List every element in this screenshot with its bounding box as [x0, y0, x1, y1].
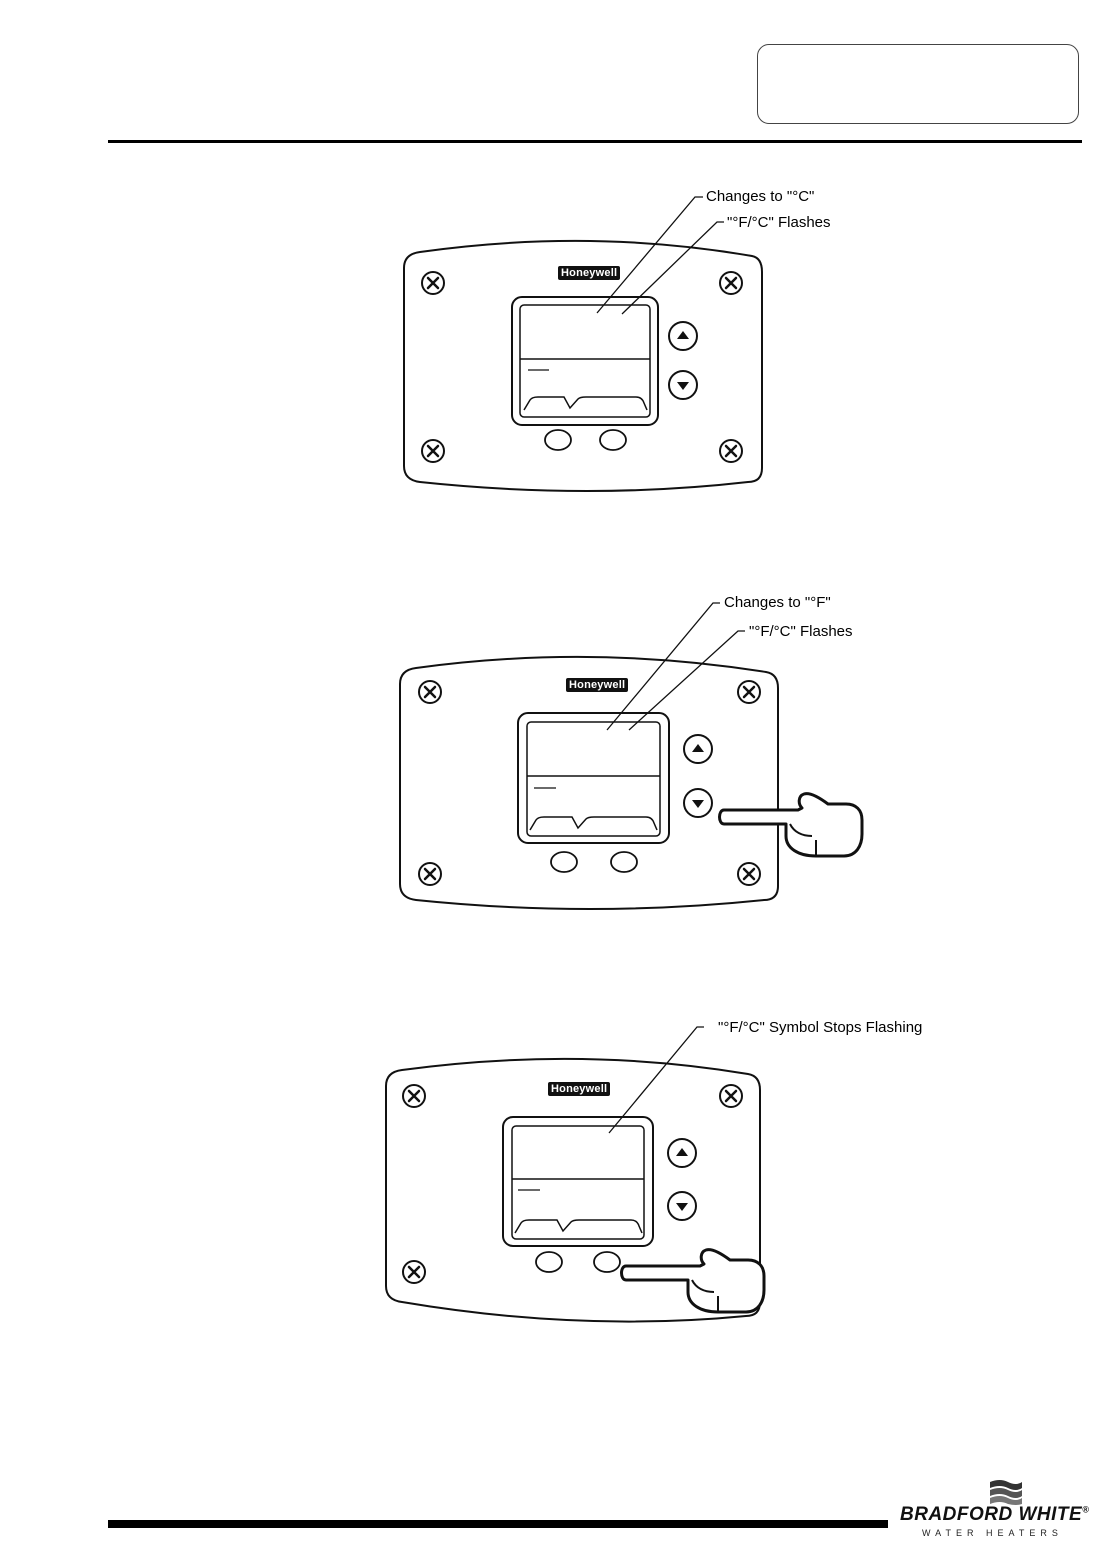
footer-rule — [108, 1520, 888, 1528]
flag-icon — [990, 1480, 1022, 1505]
right-soft-button — [593, 1251, 621, 1273]
screw-icon — [401, 1259, 427, 1285]
left-soft-button — [550, 851, 578, 873]
callout-symbol-stops-flashing: "°F/°C" Symbol Stops Flashing — [718, 1019, 923, 1036]
right-soft-button — [599, 429, 627, 451]
right-soft-button — [610, 851, 638, 873]
display-screen-3 — [511, 1125, 645, 1240]
callout-changes-to-c: Changes to "°C" — [706, 188, 815, 205]
honeywell-logo: Honeywell — [566, 678, 629, 693]
header-tag-box — [757, 44, 1079, 124]
logo-subtitle: WATER HEATERS — [922, 1528, 1063, 1538]
callout-flashes: "°F/°C" Flashes — [727, 214, 831, 231]
left-soft-button — [535, 1251, 563, 1273]
arrow-up-button-icon — [667, 1138, 697, 1168]
header-rule — [108, 140, 1082, 143]
display-screen-2 — [526, 721, 661, 837]
honeywell-logo: Honeywell — [558, 266, 621, 281]
callout-changes-to-f: Changes to "°F" — [724, 594, 831, 611]
callout-flashes: "°F/°C" Flashes — [749, 623, 853, 640]
screw-icon — [401, 1083, 427, 1109]
left-soft-button — [544, 429, 572, 451]
screw-icon — [718, 1083, 744, 1109]
display-screen-1 — [519, 304, 651, 418]
honeywell-logo: Honeywell — [548, 1082, 611, 1097]
bradford-white-logo: BRADFORD WHITE® WATER HEATERS — [900, 1478, 1100, 1542]
arrow-down-button-icon — [667, 1191, 697, 1221]
logo-name: BRADFORD WHITE® — [900, 1504, 1090, 1525]
